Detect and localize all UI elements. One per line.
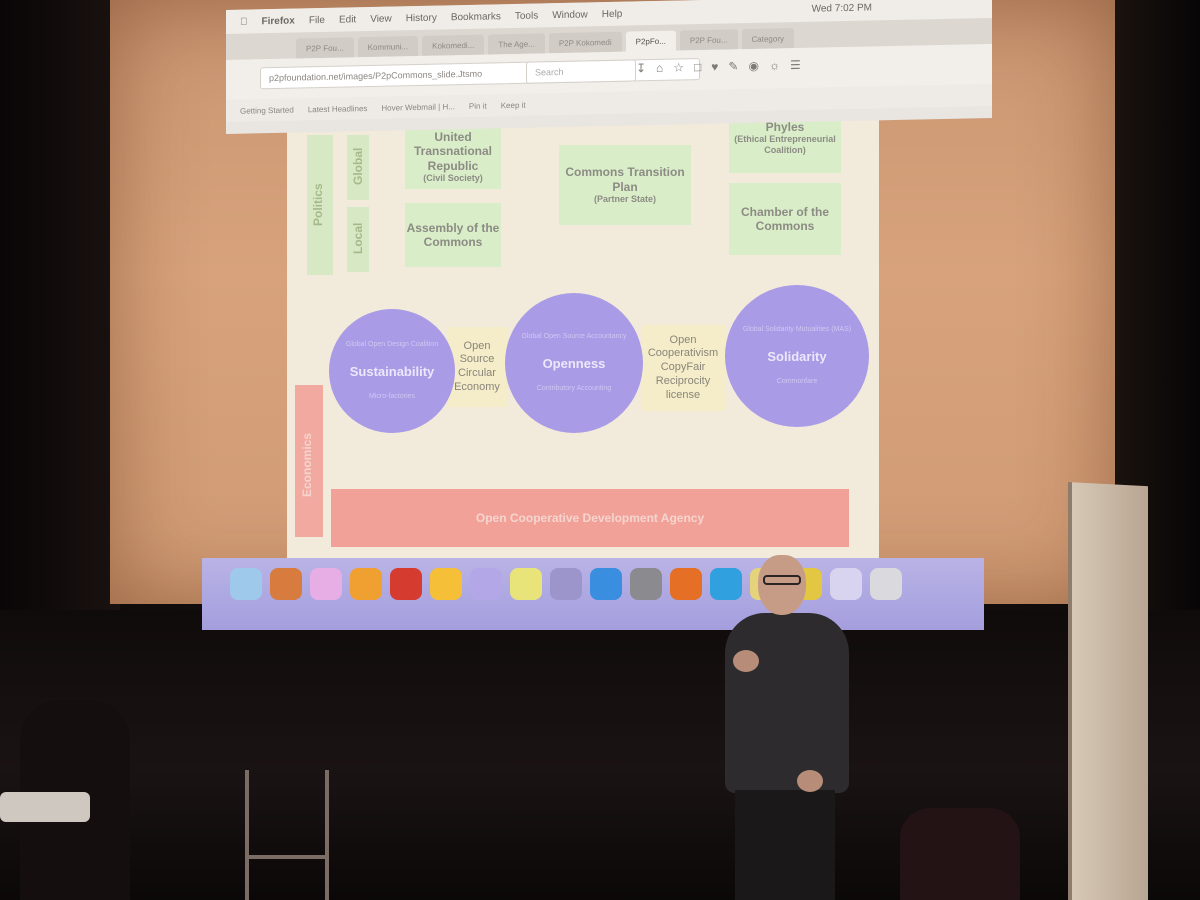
open-cooperativism-box: Open Cooperativism CopyFair Reciprocity … [641, 325, 725, 411]
local-strip [347, 207, 369, 272]
united-transnational-republic-box: United Transnational Republic (Civil Soc… [405, 125, 501, 189]
openness-circle: Global Open Source Accountancy Openness … [505, 293, 643, 433]
phyles-title: Phyles [765, 120, 805, 134]
circular-economy-box: Open Source Circular Economy [447, 327, 507, 407]
stool [245, 770, 329, 900]
presenter-left-hand [733, 650, 759, 672]
browser-tab[interactable]: Category [741, 28, 794, 50]
apple-icon[interactable]:  [240, 16, 248, 27]
gimp-icon[interactable] [430, 568, 462, 600]
bookmark-keep-it[interactable]: Keep it [500, 100, 526, 110]
cooperative-agency-bar: Open Cooperative Development Agency [331, 489, 849, 547]
circle-top-label: Global Open Design Coalition [345, 341, 439, 349]
global-label: Global [351, 147, 365, 185]
glasses-icon [763, 575, 801, 585]
browser-tab-active[interactable]: P2pFo... [625, 30, 676, 52]
ctp-title: Commons Transition Plan [565, 165, 685, 194]
local-label: Local [351, 222, 365, 254]
circle-bottom-label: Micro-factories [369, 392, 415, 400]
bookmark-getting-started[interactable]: Getting Started [240, 105, 294, 116]
skype-icon[interactable] [710, 568, 742, 600]
firefox-icon[interactable] [670, 568, 702, 600]
toolbar-icons[interactable]: ↧⌂☆□♥✎◉☼☰ [636, 57, 811, 76]
stage [0, 610, 1200, 900]
finder-icon[interactable] [230, 568, 262, 600]
menu-file[interactable]: File [301, 14, 325, 26]
browser-tab[interactable]: Kommuni... [357, 35, 419, 58]
menu-firefox[interactable]: Firefox [254, 15, 295, 27]
presenter-right-hand [797, 770, 823, 792]
presenter-head [758, 555, 806, 615]
bookmark-latest-headlines[interactable]: Latest Headlines [307, 103, 368, 114]
bookmark-pin-it[interactable]: Pin it [468, 101, 487, 111]
safari-icon[interactable] [590, 568, 622, 600]
circle-main-label: Solidarity [767, 348, 827, 364]
bookmark-hover-webmail[interactable]: Hover Webmail | H... [381, 101, 455, 113]
chamber-of-commons-box: Chamber of the Commons [729, 183, 841, 255]
app-icon-2[interactable] [550, 568, 582, 600]
presenter [705, 555, 865, 900]
presenter-legs [735, 790, 835, 900]
projected-slide: Politics Global Local United Transnation… [287, 95, 879, 560]
assembly-of-commons-box: Assembly of the Commons [405, 203, 501, 267]
browser-tab[interactable]: The Age... [488, 33, 545, 55]
ctp-subtitle: (Partner State) [593, 193, 656, 204]
sustainability-circle: Global Open Design Coalition Sustainabil… [329, 309, 455, 433]
browser-tab[interactable]: P2P Kokomedi [548, 31, 622, 54]
app-icon-3[interactable] [830, 568, 862, 600]
utr-subtitle: (Civil Society) [423, 173, 483, 184]
menu-clock: Wed 7:02 PM [811, 2, 872, 15]
global-strip [347, 135, 369, 200]
app-icon[interactable] [510, 568, 542, 600]
side-table [0, 792, 90, 822]
utr-title: United Transnational Republic [413, 130, 493, 173]
presenter-torso [725, 613, 849, 793]
launchpad-icon[interactable] [270, 568, 302, 600]
menu-history[interactable]: History [398, 12, 437, 24]
solidarity-circle: Global Solidarity Mutualities (MAS) Soli… [725, 285, 869, 427]
menu-view[interactable]: View [362, 13, 392, 25]
menu-help[interactable]: Help [594, 8, 623, 20]
chair [900, 808, 1020, 900]
menu-bookmarks[interactable]: Bookmarks [443, 10, 501, 23]
economics-strip [295, 385, 323, 537]
circle-bottom-label: Contributory Accounting [536, 384, 612, 392]
trash-icon[interactable] [870, 568, 902, 600]
browser-tab[interactable]: P2P Fou... [679, 29, 738, 51]
browser-window:  Firefox File Edit View History Bookmar… [226, 0, 992, 134]
menu-window[interactable]: Window [544, 9, 588, 21]
dock-icons [230, 568, 910, 600]
politics-label: Politics [311, 183, 325, 227]
stool-ring [245, 855, 329, 859]
browser-tab[interactable]: Kokomedi... [422, 34, 485, 56]
whiteboard [1068, 482, 1148, 900]
circle-main-label: Openness [542, 355, 606, 371]
browser-tab[interactable]: P2P Fou... [296, 37, 354, 59]
economics-label: Economics [300, 432, 314, 498]
itunes-icon[interactable] [310, 568, 342, 600]
circle-top-label: Global Open Source Accountancy [521, 333, 627, 341]
menu-tools[interactable]: Tools [507, 10, 538, 22]
system-preferences-icon[interactable] [630, 568, 662, 600]
phyles-subtitle: (Ethical Entrepreneurial Coalition) [734, 134, 836, 156]
left-curtain [0, 0, 120, 620]
acrobat-icon[interactable] [390, 568, 422, 600]
circle-main-label: Sustainability [349, 363, 435, 379]
circle-top-label: Global Solidarity Mutualities (MAS) [742, 326, 852, 334]
search-input[interactable]: Search [526, 59, 636, 84]
menu-edit[interactable]: Edit [331, 13, 356, 26]
chamber-title: Chamber of the Commons [740, 204, 829, 233]
photoshop-icon[interactable] [470, 568, 502, 600]
circle-bottom-label: Commonfare [776, 377, 818, 385]
ibooks-icon[interactable] [350, 568, 382, 600]
politics-strip [307, 135, 333, 275]
mac-dock [202, 558, 984, 630]
assembly-title: Assembly of the Commons [406, 220, 500, 249]
commons-transition-plan-box: Commons Transition Plan (Partner State) [559, 145, 691, 225]
